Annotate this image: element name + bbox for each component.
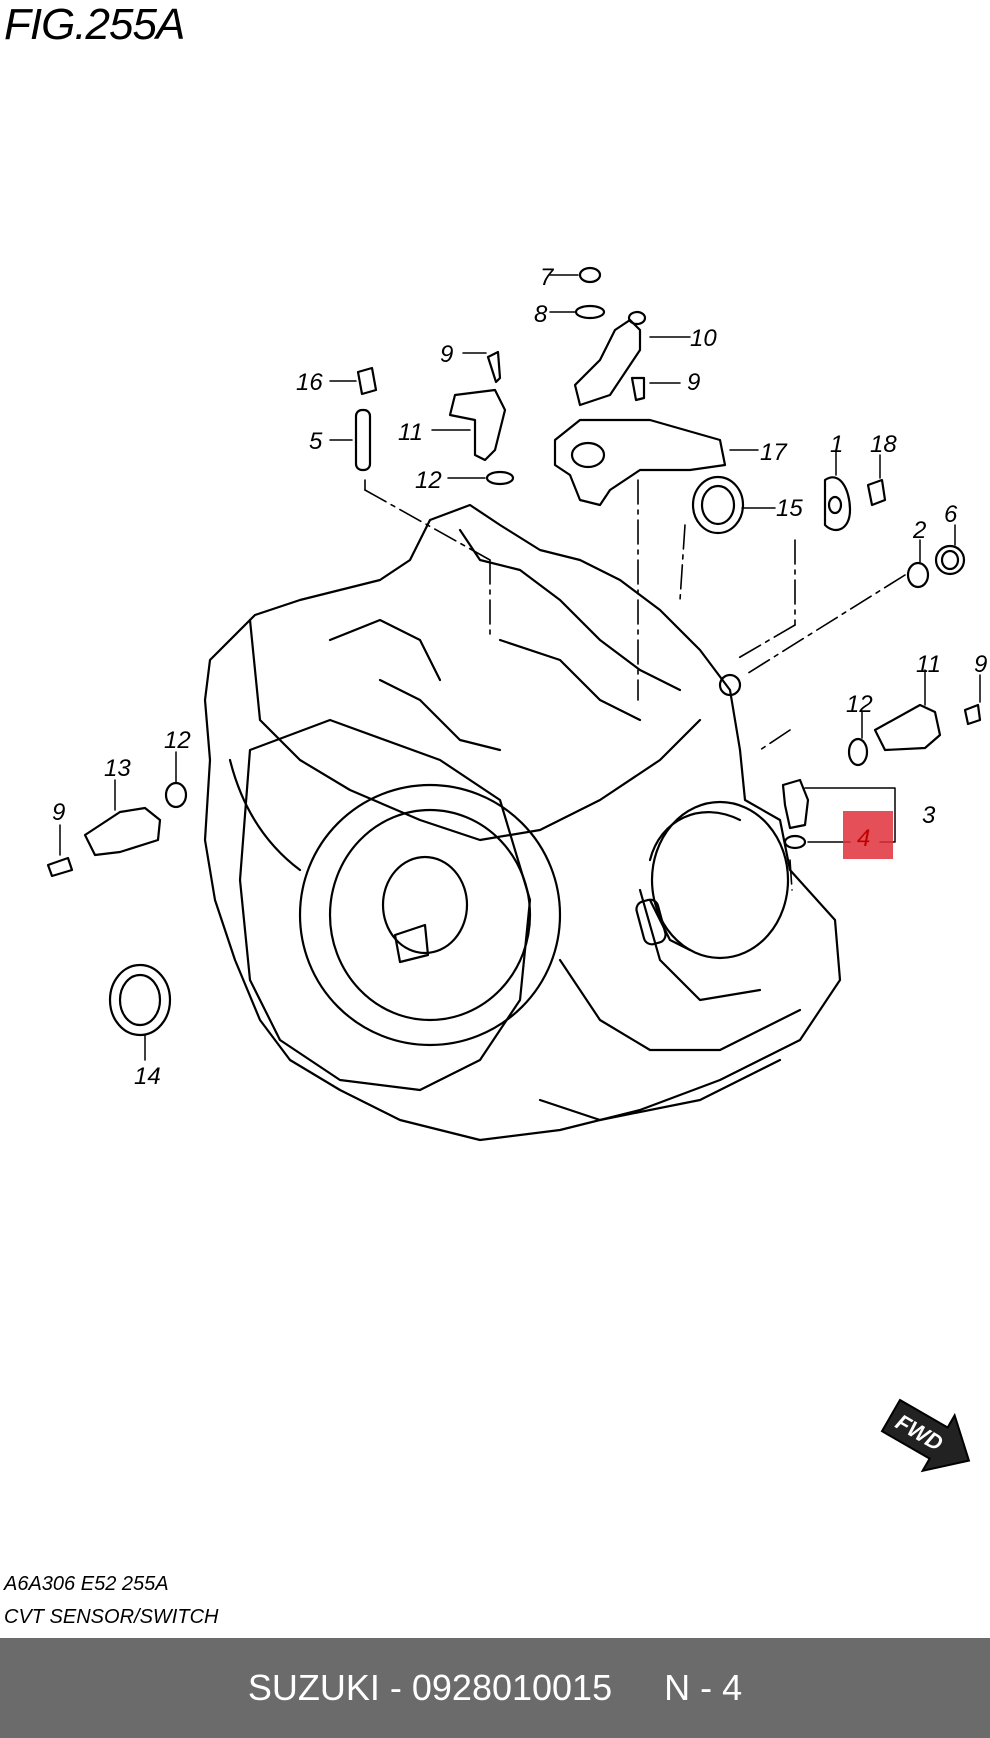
part-15-seal <box>691 475 745 535</box>
callout-6: 6 <box>944 501 958 528</box>
figure-caption: CVT SENSOR/SWITCH <box>4 1606 219 1628</box>
part-9-bolt-a <box>486 350 502 384</box>
part-9-bolt-b <box>630 376 646 402</box>
callout-10: 10 <box>690 325 717 352</box>
part-1-gasket <box>823 476 852 532</box>
callout-14: 14 <box>134 1063 161 1090</box>
drawing-code: A6A306 E52 255A <box>4 1573 169 1595</box>
part-10-bracket <box>573 318 642 407</box>
part-5-pin <box>354 408 372 472</box>
callout-17: 17 <box>760 439 788 466</box>
part-12-oring-left <box>164 781 188 809</box>
part-13-sensor-left <box>83 806 162 857</box>
part-3-switch <box>781 778 810 830</box>
part-11-sensor-top <box>448 388 507 462</box>
callout-12-b: 12 <box>846 691 873 718</box>
callout-16: 16 <box>296 369 323 396</box>
torque-converter-inner <box>328 808 532 1022</box>
callout-3: 3 <box>922 802 936 829</box>
callout-9-a: 9 <box>440 341 453 368</box>
part-9-bolt-right <box>963 703 982 726</box>
callout-1: 1 <box>830 431 843 458</box>
callout-9-c: 9 <box>974 651 987 678</box>
part-4-oring <box>783 834 807 850</box>
part-2-oring <box>906 561 930 589</box>
callout-7: 7 <box>540 264 555 291</box>
part-18-bolt <box>866 478 887 507</box>
callout-2: 2 <box>912 517 926 544</box>
part-12-oring-top <box>485 470 515 486</box>
part-11-sensor-right <box>873 703 942 752</box>
callout-13: 13 <box>104 755 131 782</box>
callout-11-b: 11 <box>916 651 941 678</box>
callout-labels: 7 8 10 9 16 9 11 5 12 17 1 18 15 2 6 11 … <box>52 264 987 1090</box>
part-7-nut <box>578 266 602 284</box>
callout-8: 8 <box>534 301 548 328</box>
part-12-oring-right <box>847 737 869 767</box>
callout-9-d: 9 <box>52 799 65 826</box>
part-14-seal <box>108 963 172 1037</box>
callout-12-c: 12 <box>164 727 191 754</box>
part-6-plug <box>934 544 966 576</box>
callout-11-a: 11 <box>398 419 423 446</box>
figure-title: FIG.255A <box>4 0 185 49</box>
part-17-switch <box>553 418 727 507</box>
callout-5: 5 <box>309 428 323 455</box>
footer-ref: N - 4 <box>664 1667 743 1708</box>
part-16-plug <box>356 366 378 396</box>
highlight-box <box>843 811 893 859</box>
torque-converter-outer <box>298 783 562 1047</box>
fwd-arrow-icon: FWD <box>880 1398 971 1473</box>
callout-18: 18 <box>870 431 897 458</box>
part-8-washer <box>574 304 606 320</box>
callout-9-b: 9 <box>687 369 700 396</box>
footer-part-number: SUZUKI - 0928010015 <box>247 1667 613 1708</box>
callout-4: 4 <box>857 825 870 852</box>
footer-bar: SUZUKI - 0928010015 N - 4 <box>0 1638 990 1738</box>
part-9-bolt-left <box>46 856 74 878</box>
callout-12-a: 12 <box>415 467 442 494</box>
callout-15: 15 <box>776 495 803 522</box>
